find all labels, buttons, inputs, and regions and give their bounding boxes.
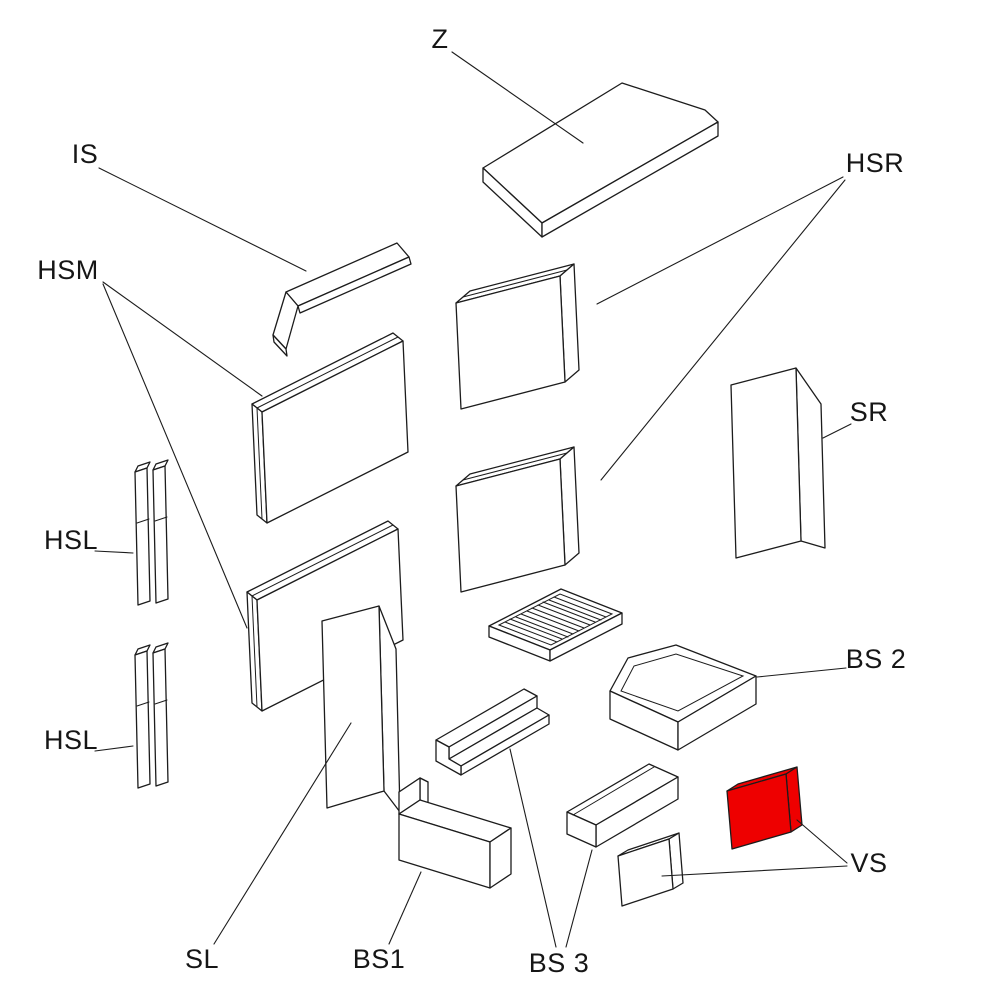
- bs3-bar-lip-line: [572, 766, 655, 816]
- leader-vs-2: [661, 865, 848, 877]
- hsl-lower-strip1-notch: [136, 701, 150, 707]
- z-edge-front-right: [541, 121, 719, 238]
- is-bottom-edge: [297, 256, 412, 314]
- part-sl: [321, 605, 401, 813]
- part-bs2: [609, 644, 757, 751]
- hsl-lower-strip2-notch: [154, 699, 168, 705]
- hsr-upper-step-line: [462, 269, 568, 298]
- leader-sr: [822, 423, 852, 439]
- hsm-lower-groove-lines: [251, 524, 394, 708]
- is-end-edge: [272, 334, 288, 357]
- leader-bs3-2: [565, 849, 593, 948]
- label-sr: SR: [850, 397, 889, 427]
- part-hsm-upper: [251, 332, 409, 524]
- part-grate: [488, 588, 623, 662]
- part-sr: [730, 367, 826, 559]
- label-is: IS: [72, 139, 99, 169]
- leader-hsr-2: [600, 179, 846, 481]
- label-hsr: HSR: [846, 148, 905, 178]
- hsl-upper-strip2-notch: [154, 516, 168, 522]
- hsl-upper-strip2-face: [152, 465, 169, 604]
- part-hsl-lower: [134, 642, 169, 789]
- grate-foot-band-right: [549, 612, 623, 662]
- leader-hsr-1: [596, 176, 844, 305]
- vs-small-front-face: [617, 838, 674, 907]
- hsr-lower-front-face: [455, 458, 566, 593]
- hsr-upper-front-face: [455, 275, 566, 410]
- bs3-rail-end-cap: [435, 739, 462, 776]
- part-vs-highlighted: [726, 766, 803, 850]
- label-bs1: BS1: [353, 944, 406, 974]
- leader-hsl-lower: [94, 745, 134, 752]
- label-bs2: BS 2: [846, 644, 907, 674]
- leader-hsm-2: [102, 283, 248, 629]
- sl-front-face: [321, 605, 385, 809]
- label-vs: VS: [850, 848, 887, 878]
- label-hsl-upper: HSL: [44, 525, 98, 555]
- leader-sl: [213, 722, 352, 945]
- hsl-upper-strip1-face: [134, 467, 151, 606]
- hsm-upper-front-face: [261, 340, 409, 524]
- hsl-upper-strip1-notch: [136, 518, 150, 524]
- grate-slats: [504, 596, 607, 643]
- part-bs1: [398, 777, 512, 889]
- vs-front-face: [726, 773, 792, 850]
- label-bs3: BS 3: [529, 948, 590, 978]
- leader-vs-1: [796, 819, 848, 864]
- label-z: Z: [432, 24, 449, 54]
- hsl-lower-strip2-face: [152, 648, 169, 787]
- grate-inner-frame: [497, 593, 614, 646]
- part-bs3-rail: [435, 688, 550, 776]
- part-hsl-upper: [134, 459, 169, 606]
- bs3-bar-end-face: [566, 811, 597, 848]
- leader-bs3-1: [509, 748, 557, 948]
- is-top-face: [285, 242, 410, 307]
- hsm-upper-groove-lines: [256, 336, 399, 520]
- part-bs3-bar: [566, 763, 679, 848]
- hsl-lower-strip1-face: [134, 650, 151, 789]
- bs2-wall-right: [677, 675, 757, 751]
- leader-bs1: [388, 871, 422, 945]
- part-is: [272, 242, 412, 357]
- part-hsr-lower: [455, 446, 580, 593]
- leader-hsm-1: [102, 281, 263, 397]
- leader-lines: [94, 51, 852, 948]
- label-sl: SL: [185, 944, 219, 974]
- bs1-end-face: [489, 827, 512, 889]
- hsr-lower-step-line: [462, 452, 568, 481]
- bs2-rim-inner: [620, 653, 745, 712]
- label-hsm: HSM: [37, 255, 99, 285]
- leader-z: [451, 51, 584, 144]
- part-z: [482, 82, 719, 238]
- labels: Z IS HSR HSM SR HSL HSL BS 2 VS SL BS1 B…: [37, 24, 906, 978]
- part-vs-small: [617, 832, 684, 907]
- sr-front-face: [730, 367, 802, 559]
- part-hsr-upper: [455, 263, 580, 410]
- leader-hsl-upper: [94, 550, 134, 554]
- leader-bs2: [756, 667, 847, 678]
- leader-is: [98, 167, 307, 272]
- label-hsl-lower: HSL: [44, 725, 98, 755]
